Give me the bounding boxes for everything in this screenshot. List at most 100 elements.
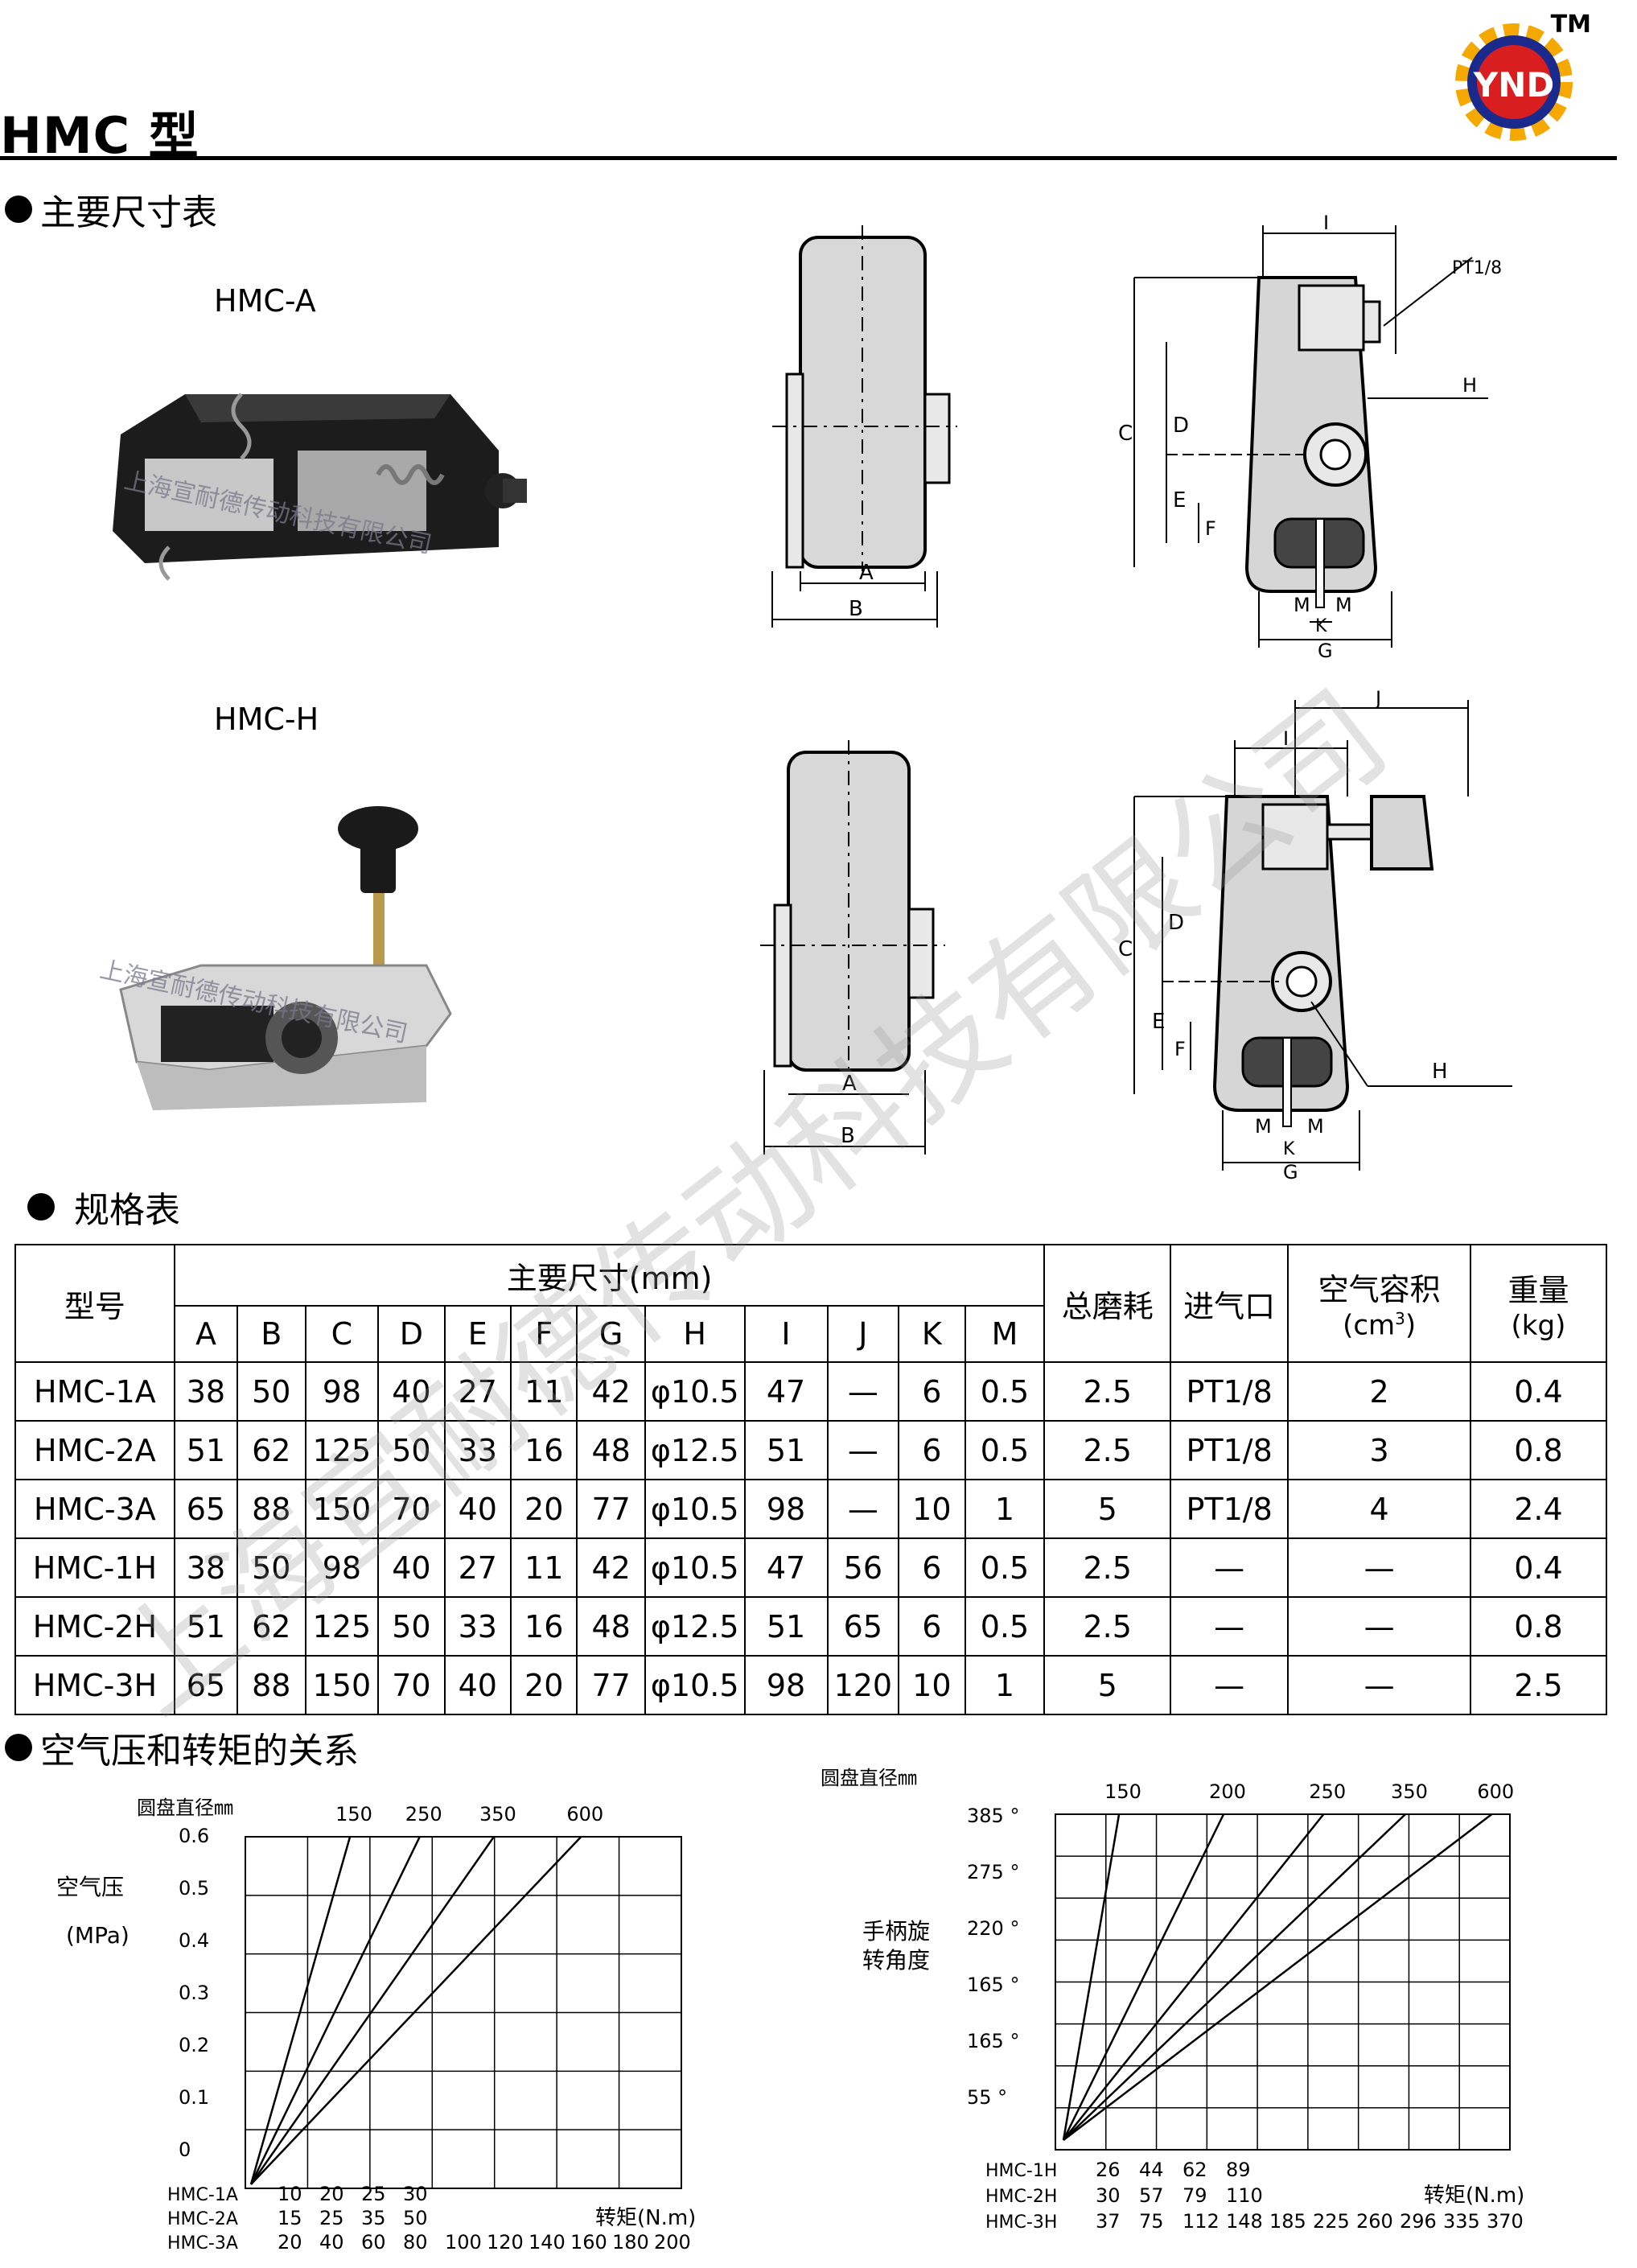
table-cell: 98 — [743, 1655, 829, 1715]
series-label: 200 — [1209, 1780, 1246, 1803]
table-cell: 125 — [304, 1596, 380, 1657]
x-tick-label: 25 — [361, 2183, 386, 2205]
table-cell: 88 — [237, 1479, 306, 1539]
table-cell: 11 — [510, 1361, 578, 1422]
cell-model: HMC-2H — [14, 1596, 175, 1657]
x-tick-label: 10 — [278, 2183, 302, 2205]
table-cell: — — [826, 1420, 900, 1480]
x-tick-label: 200 — [654, 2231, 691, 2254]
th-inlet: 进气口 — [1169, 1244, 1289, 1363]
table-cell: 50 — [377, 1596, 446, 1657]
bullet-icon — [5, 196, 32, 223]
table-cell: — — [826, 1479, 900, 1539]
series-line-200 — [1062, 1813, 1225, 2141]
table-cell: — — [1169, 1537, 1289, 1598]
table-cell: 50 — [377, 1420, 446, 1480]
dim-h-h: H — [1432, 1060, 1448, 1084]
th-weight-label: 重量 — [1507, 1272, 1569, 1308]
x-tick-label: 100 — [445, 2231, 482, 2254]
dim-d-h: D — [1168, 911, 1184, 935]
table-cell: 48 — [576, 1596, 646, 1657]
dim-f-h: F — [1174, 1038, 1186, 1060]
y-tick-label: 0.1 — [179, 2086, 209, 2109]
table-cell: 10 — [898, 1479, 966, 1539]
dim-e-h: E — [1152, 1010, 1165, 1034]
table-cell: 98 — [743, 1479, 829, 1539]
drawing-a-side: A B — [764, 217, 973, 636]
table-cell: φ12.5 — [644, 1596, 746, 1657]
th-weight: 重量 (kg) — [1469, 1244, 1608, 1363]
y-axis-label: 转角度 — [862, 1947, 930, 1974]
table-cell: 0.5 — [964, 1596, 1046, 1657]
x-tick-label: 50 — [403, 2207, 428, 2229]
drawing-a-front: I PT1/8 H C D E F M M K G — [1118, 213, 1536, 664]
table-cell: 42 — [576, 1361, 646, 1422]
y-tick-label: 385 ° — [967, 1805, 1019, 1827]
x-tick-label: 20 — [278, 2231, 302, 2254]
x-tick-label: 120 — [487, 2231, 524, 2254]
table-cell: 40 — [377, 1361, 446, 1422]
th-dim-g: G — [576, 1305, 646, 1363]
dim-m-left-h: M — [1255, 1115, 1272, 1138]
series-label: 600 — [566, 1803, 603, 1826]
dim-i-h: I — [1283, 727, 1289, 750]
dim-k: K — [1315, 616, 1327, 636]
table-cell: 38 — [173, 1537, 239, 1598]
x-row-model: HMC-3H — [985, 2212, 1057, 2233]
table-cell: 56 — [826, 1537, 900, 1598]
table-cell: — — [1287, 1596, 1471, 1657]
x-tick-label: 185 — [1269, 2210, 1306, 2233]
x-tick-label: 160 — [570, 2231, 607, 2254]
th-air-unit: (cm3) — [1289, 1309, 1470, 1341]
logo-text: YND — [1473, 65, 1554, 105]
dim-pt: PT1/8 — [1452, 258, 1502, 278]
th-dim-h: H — [644, 1305, 746, 1363]
table-cell: 47 — [743, 1537, 829, 1598]
brand-logo: YND TM — [1448, 8, 1601, 153]
section-relation-label: 空气压和转矩的关系 — [40, 1731, 359, 1772]
y-tick-label: 0.4 — [179, 1929, 209, 1952]
drawing-h-side: A B — [760, 740, 961, 1159]
x-tick-label: 296 — [1400, 2210, 1437, 2233]
table-cell: — — [826, 1361, 900, 1422]
table-cell: 40 — [377, 1537, 446, 1598]
th-dim-b: B — [237, 1305, 306, 1363]
series-label: 350 — [1391, 1780, 1428, 1803]
x-tick-label: 20 — [319, 2183, 344, 2205]
x-tick-label: 44 — [1139, 2159, 1164, 2181]
th-air-label: 空气容积 — [1318, 1272, 1441, 1308]
series-line-600 — [250, 1836, 582, 2185]
table-cell: 0.4 — [1469, 1537, 1608, 1598]
table-cell: 33 — [443, 1596, 512, 1657]
table-cell: 77 — [576, 1479, 646, 1539]
x-tick-label: 180 — [612, 2231, 649, 2254]
series-line-250 — [1063, 1813, 1325, 2141]
x-tick-label: 260 — [1356, 2210, 1393, 2233]
x-tick-label: 140 — [529, 2231, 566, 2254]
x-row-model: HMC-1H — [985, 2161, 1057, 2181]
x-tick-label: 62 — [1183, 2159, 1207, 2181]
section-relation: 空气压和转矩的关系 — [5, 1722, 359, 1773]
table-cell: 0.4 — [1469, 1361, 1608, 1422]
table-cell: 16 — [510, 1596, 578, 1657]
y-tick-label: 165 ° — [967, 2030, 1019, 2052]
x-axis-label: 转矩(N.m) — [1424, 2184, 1524, 2208]
y-tick-label: 0.2 — [179, 2034, 209, 2056]
table-cell: 5 — [1043, 1655, 1171, 1715]
th-air-unit-text: (cm — [1343, 1309, 1396, 1342]
table-cell: 150 — [304, 1479, 380, 1539]
dim-m-left: M — [1294, 594, 1310, 616]
cell-model: HMC-3A — [14, 1479, 175, 1539]
bullet-icon — [27, 1193, 55, 1220]
th-dims: 主要尺寸(mm) — [173, 1244, 1046, 1307]
table-cell: — — [1169, 1655, 1289, 1715]
table-cell: 6 — [898, 1537, 966, 1598]
table-cell: φ10.5 — [644, 1537, 746, 1598]
table-cell: 62 — [237, 1420, 306, 1480]
dim-a: A — [859, 561, 874, 585]
